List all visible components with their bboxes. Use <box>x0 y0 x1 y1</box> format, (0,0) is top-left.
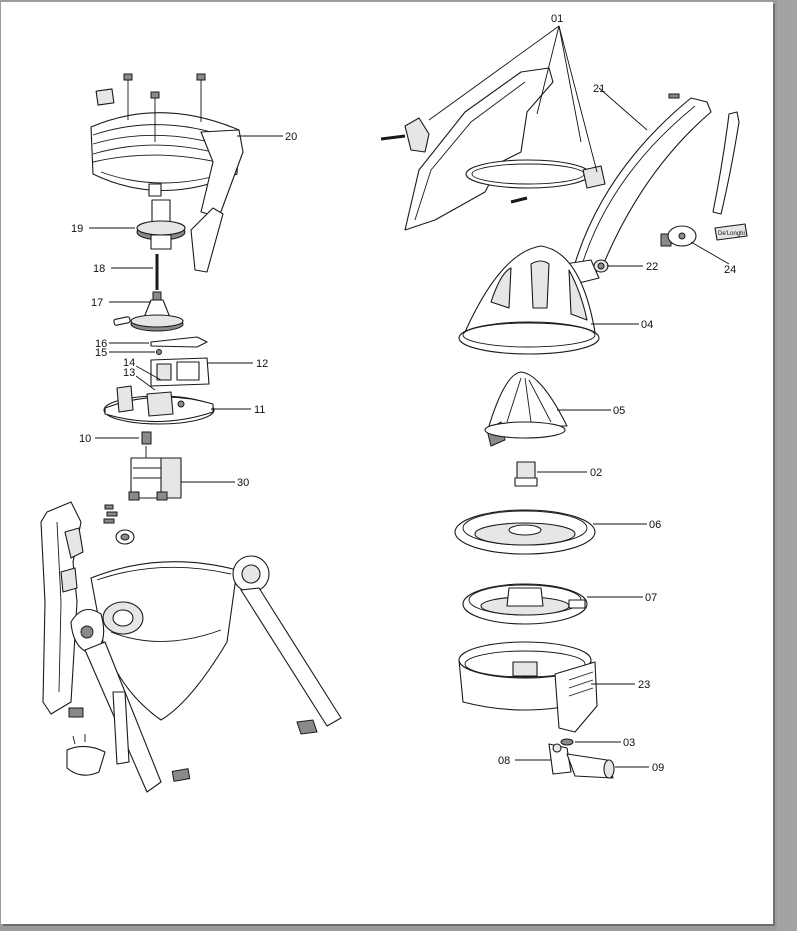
logo-text: De'Longhi <box>718 231 745 237</box>
part-15-pin <box>156 349 162 355</box>
callout-16: 16 <box>95 338 107 350</box>
callout-21: 21 <box>593 83 605 95</box>
part-24-cam: De'Longhi <box>660 223 748 247</box>
part-21-side-arm <box>564 93 740 285</box>
callout-05: 05 <box>613 405 625 417</box>
part-19-drive-gear <box>136 199 186 250</box>
callout-03: 03 <box>623 737 635 749</box>
power-plug <box>66 734 191 782</box>
part-06-filter <box>454 509 596 555</box>
part-10-coupler <box>141 431 152 445</box>
callout-09: 09 <box>652 762 664 774</box>
right-leg-assembly <box>232 555 342 735</box>
left-leg-assembly <box>40 501 84 718</box>
callout-30: 30 <box>237 477 249 489</box>
callout-10: 10 <box>79 433 91 445</box>
callout-13: 13 <box>123 367 135 379</box>
part-02-coupling <box>514 461 538 487</box>
part-22-bushing <box>593 259 609 273</box>
viewer-scroll-area[interactable] <box>777 0 797 931</box>
callout-15: 15 <box>95 347 107 359</box>
callout-06: 06 <box>649 519 661 531</box>
juicer-body-bowl <box>70 561 238 793</box>
callout-18: 18 <box>93 263 105 275</box>
callout-02: 02 <box>590 467 602 479</box>
part-01-lever-arm <box>380 67 606 231</box>
part-17-cone-gear <box>113 291 184 332</box>
part-20-upper-housing <box>90 73 244 273</box>
part-08-spout-valve <box>548 743 572 775</box>
callout-20: 20 <box>285 131 297 143</box>
callout-11: 11 <box>254 404 265 416</box>
callout-19: 19 <box>71 223 83 235</box>
callout-23: 23 <box>638 679 650 691</box>
callout-17: 17 <box>91 297 103 309</box>
callout-08: 08 <box>498 755 510 767</box>
part-12-switch-block <box>150 357 210 387</box>
part-04-dome-cover <box>458 245 600 355</box>
callout-12: 12 <box>256 358 268 370</box>
exploded-parts-diagram: 20 19 18 17 <box>40 13 748 793</box>
small-screws <box>103 504 135 545</box>
part-07-pulp-tray <box>462 583 588 625</box>
callout-24: 24 <box>724 264 736 276</box>
part-23-juice-collector <box>458 641 598 733</box>
document-page: 20 19 18 17 <box>1 2 773 924</box>
part-03-washer <box>560 738 574 746</box>
part-11-motor-base <box>103 385 215 425</box>
part-05-reamer-cone <box>484 371 568 447</box>
callout-07: 07 <box>645 592 657 604</box>
callout-14: 14 <box>123 357 135 369</box>
part-30-motor <box>128 446 182 501</box>
callout-22: 22 <box>646 261 658 273</box>
part-09-spout <box>566 753 615 779</box>
part-16-lever <box>150 336 208 348</box>
callout-04: 04 <box>641 319 653 331</box>
callout-01: 01 <box>551 13 563 25</box>
